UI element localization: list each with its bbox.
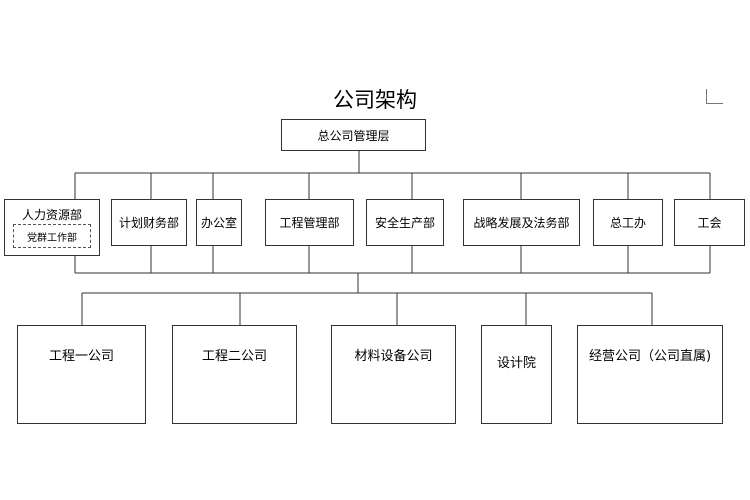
dept-label: 计划财务部 <box>118 216 179 230</box>
dept-node-chief-engineer: 总工办 <box>593 199 663 246</box>
dept-node-strategy: 战略发展及法务部 <box>463 199 580 246</box>
dept-label: 人力资源部 <box>21 208 82 222</box>
dept-node-finance: 计划财务部 <box>111 199 187 246</box>
subsidiary-node: 工程一公司 <box>17 325 146 424</box>
subsidiary-label: 材料设备公司 <box>354 349 433 364</box>
subsidiary-label: 设计院 <box>496 356 536 371</box>
dept-node-hr: 人力资源部 党群工作部 <box>4 199 100 256</box>
dept-sub-node: 党群工作部 <box>13 224 91 248</box>
dept-label: 办公室 <box>200 216 237 230</box>
subsidiary-label: 经营公司（公司直属) <box>588 349 712 364</box>
dept-label: 安全生产部 <box>374 216 435 230</box>
dept-node-office: 办公室 <box>196 199 242 246</box>
dept-label: 工程管理部 <box>279 216 340 230</box>
root-node-label: 总公司管理层 <box>317 128 390 143</box>
subsidiary-node: 经营公司（公司直属) <box>577 325 723 424</box>
subsidiary-label: 工程一公司 <box>48 349 114 364</box>
dept-node-union: 工会 <box>674 199 745 246</box>
dept-node-safety: 安全生产部 <box>366 199 444 246</box>
subsidiary-node: 材料设备公司 <box>331 325 456 424</box>
dept-sub-label: 党群工作部 <box>27 232 77 244</box>
subsidiary-node: 设计院 <box>481 325 552 424</box>
page-corner-mark <box>706 89 723 104</box>
subsidiary-label: 工程二公司 <box>201 349 267 364</box>
chart-title: 公司架构 <box>333 88 417 112</box>
subsidiary-node: 工程二公司 <box>172 325 297 424</box>
dept-label: 战略发展及法务部 <box>473 216 570 230</box>
dept-label: 总工办 <box>609 216 646 230</box>
dept-node-engineering: 工程管理部 <box>265 199 354 246</box>
dept-label: 工会 <box>697 216 722 230</box>
root-node: 总公司管理层 <box>281 119 426 151</box>
